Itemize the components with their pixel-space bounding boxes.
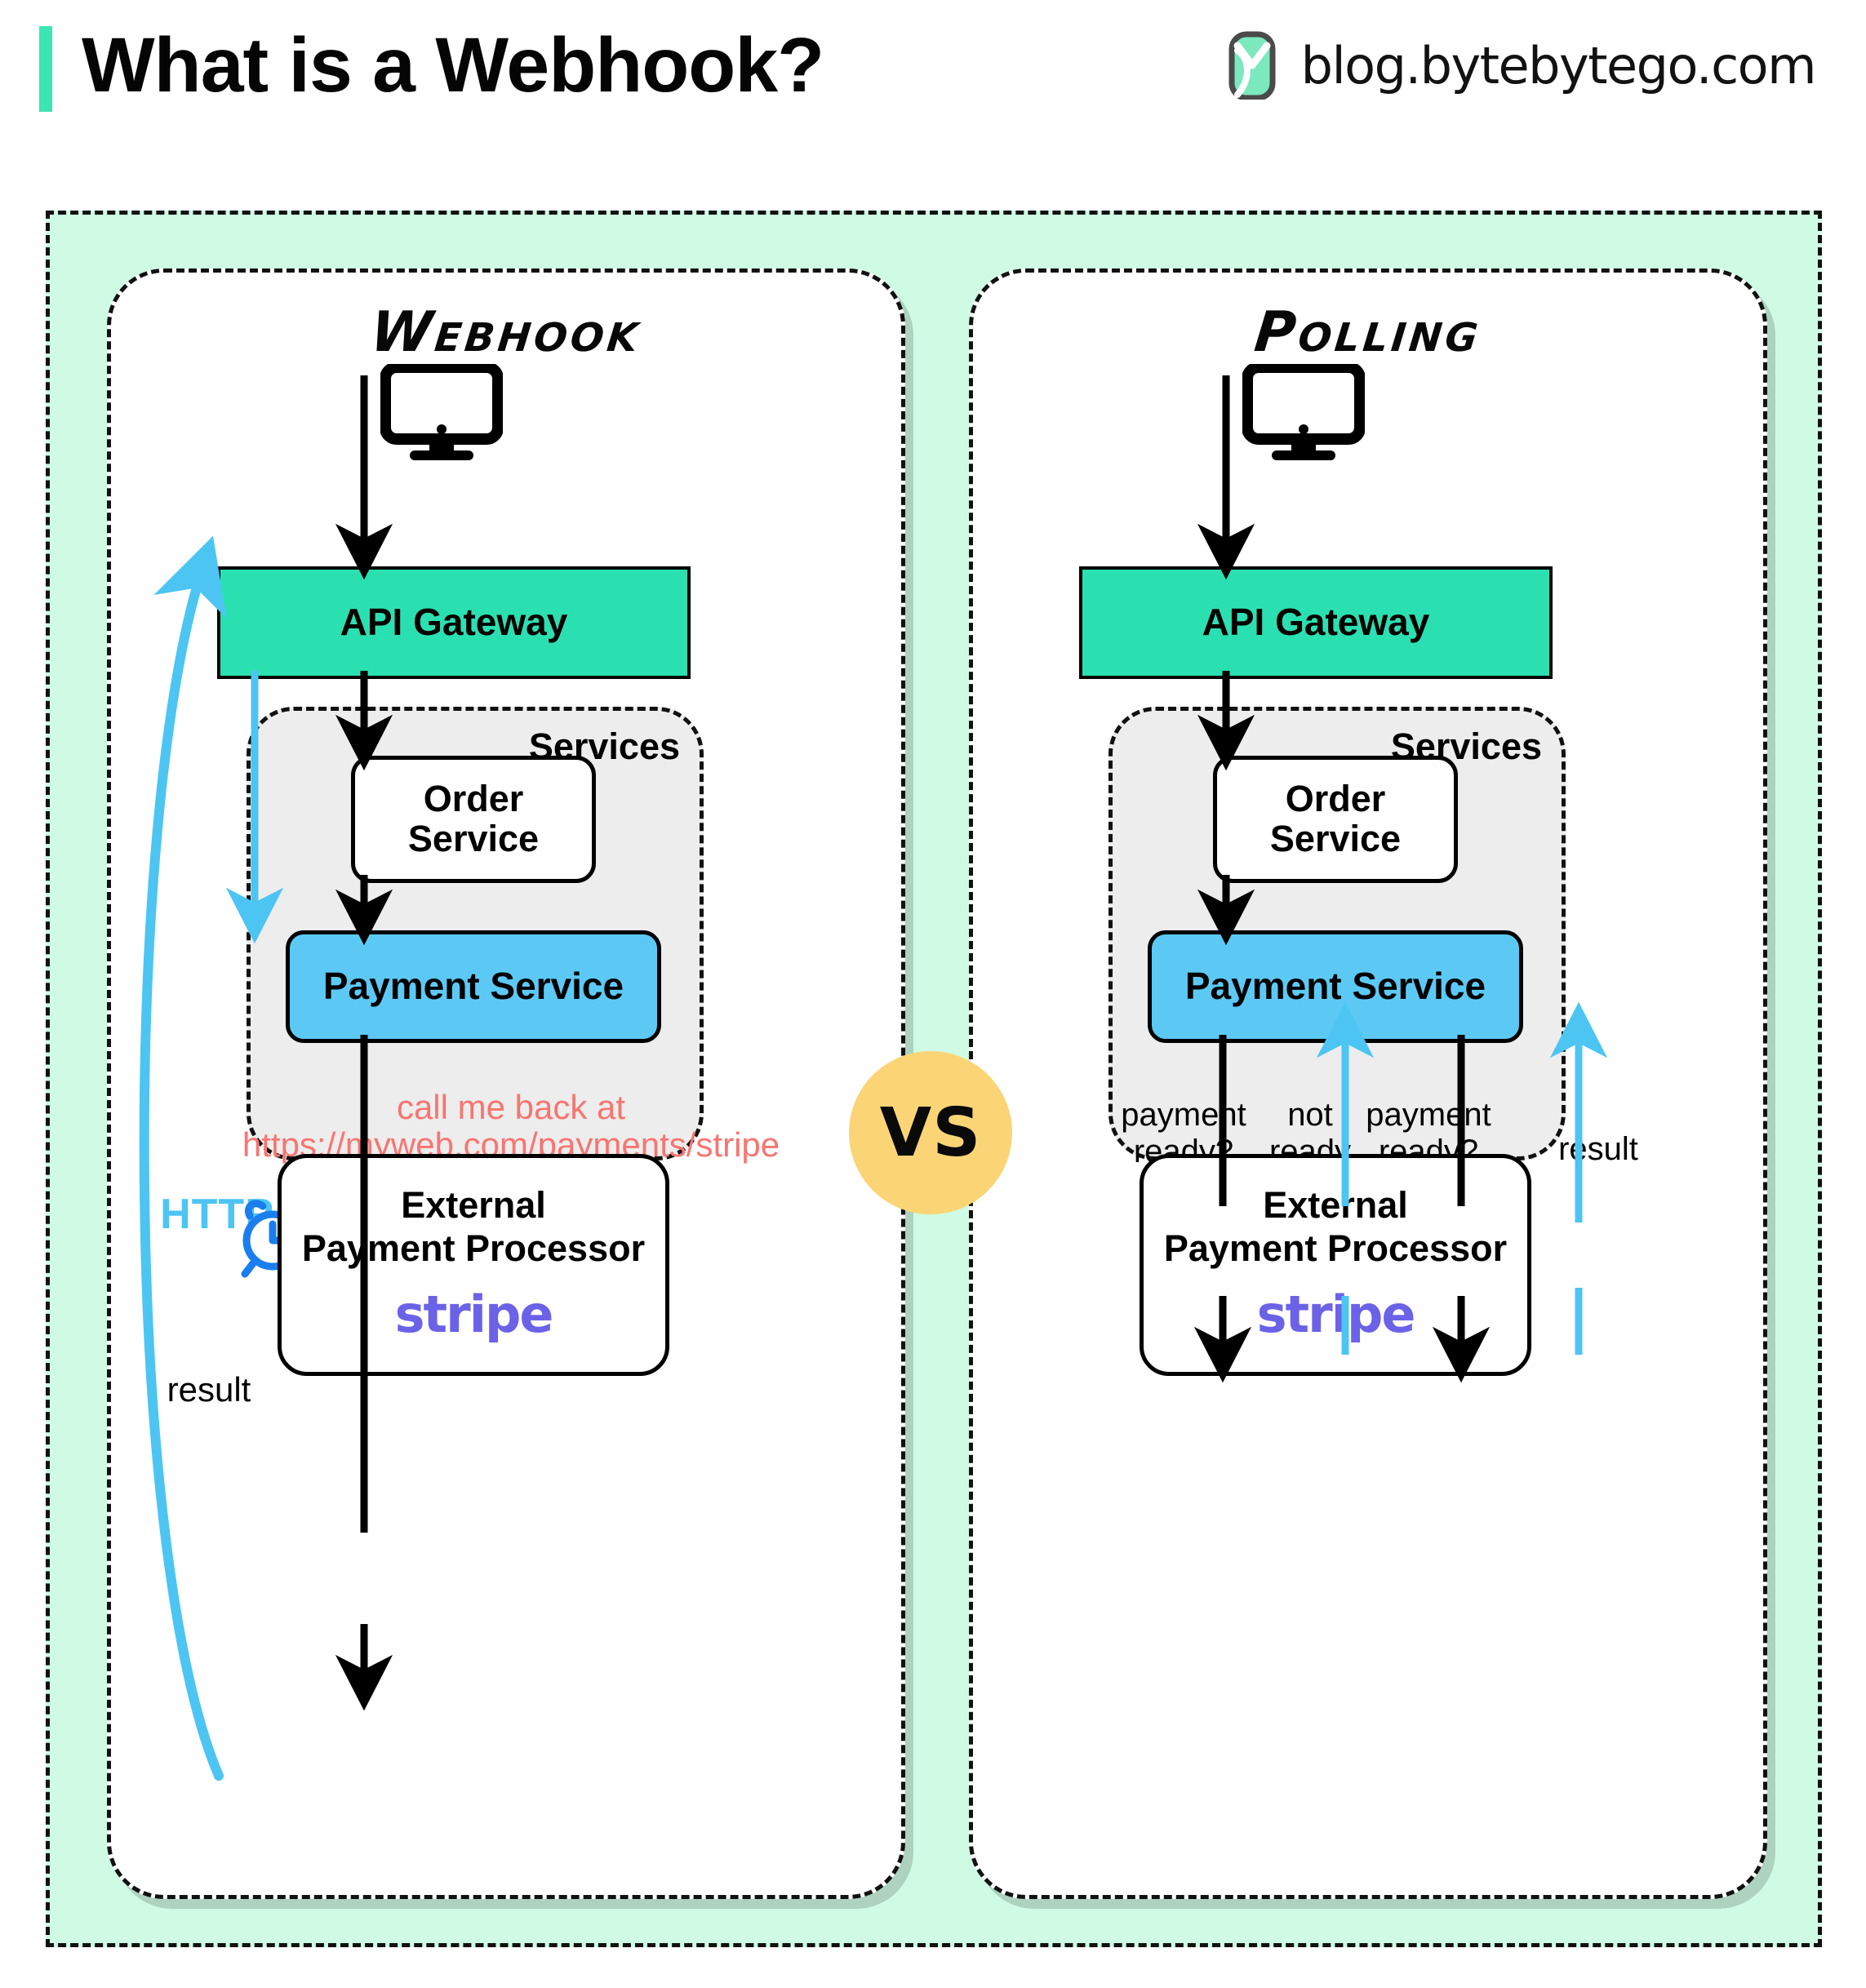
vs-badge-label: VS (879, 1094, 982, 1172)
payment-service-box-polling[interactable]: Payment Service (1148, 930, 1523, 1043)
poll-label-3: result (1558, 1131, 1638, 1167)
panel-webhook: Webhook API Gateway Services Order Ser (107, 268, 905, 1899)
stripe-logo-webhook: stripe (394, 1285, 554, 1345)
monitor-icon (1242, 364, 1365, 460)
monitor-icon (380, 364, 503, 460)
title-accent-bar (39, 26, 52, 112)
header: What is a Webhook? blog.bytebytego.com (0, 0, 1866, 139)
order-service-box-polling[interactable]: Order Service (1213, 756, 1458, 883)
panel-title-webhook: Webhook (367, 300, 645, 365)
panel-title-polling: Polling (1251, 300, 1485, 365)
callback-annotation: call me back at https://myweb.com/paymen… (242, 1088, 780, 1165)
api-gateway-box-webhook[interactable]: API Gateway (217, 566, 691, 679)
panel-polling: Polling API Gateway Services Order Servi… (969, 268, 1767, 1899)
stripe-logo-polling: stripe (1256, 1285, 1416, 1345)
result-label-webhook: result (167, 1370, 251, 1409)
payment-service-box-webhook[interactable]: Payment Service (286, 930, 661, 1043)
vs-badge: VS (849, 1051, 1012, 1214)
external-payment-processor-box-webhook[interactable]: External Payment Processor stripe (278, 1154, 669, 1376)
brand: blog.bytebytego.com (1226, 31, 1817, 100)
bytebytego-logo-icon (1228, 31, 1276, 100)
page-title: What is a Webhook? (82, 22, 824, 109)
external-payment-processor-box-polling[interactable]: External Payment Processor stripe (1140, 1154, 1531, 1376)
api-gateway-box-polling[interactable]: API Gateway (1079, 566, 1553, 679)
order-service-box-webhook[interactable]: Order Service (351, 756, 596, 883)
brand-text: blog.bytebytego.com (1300, 35, 1817, 95)
